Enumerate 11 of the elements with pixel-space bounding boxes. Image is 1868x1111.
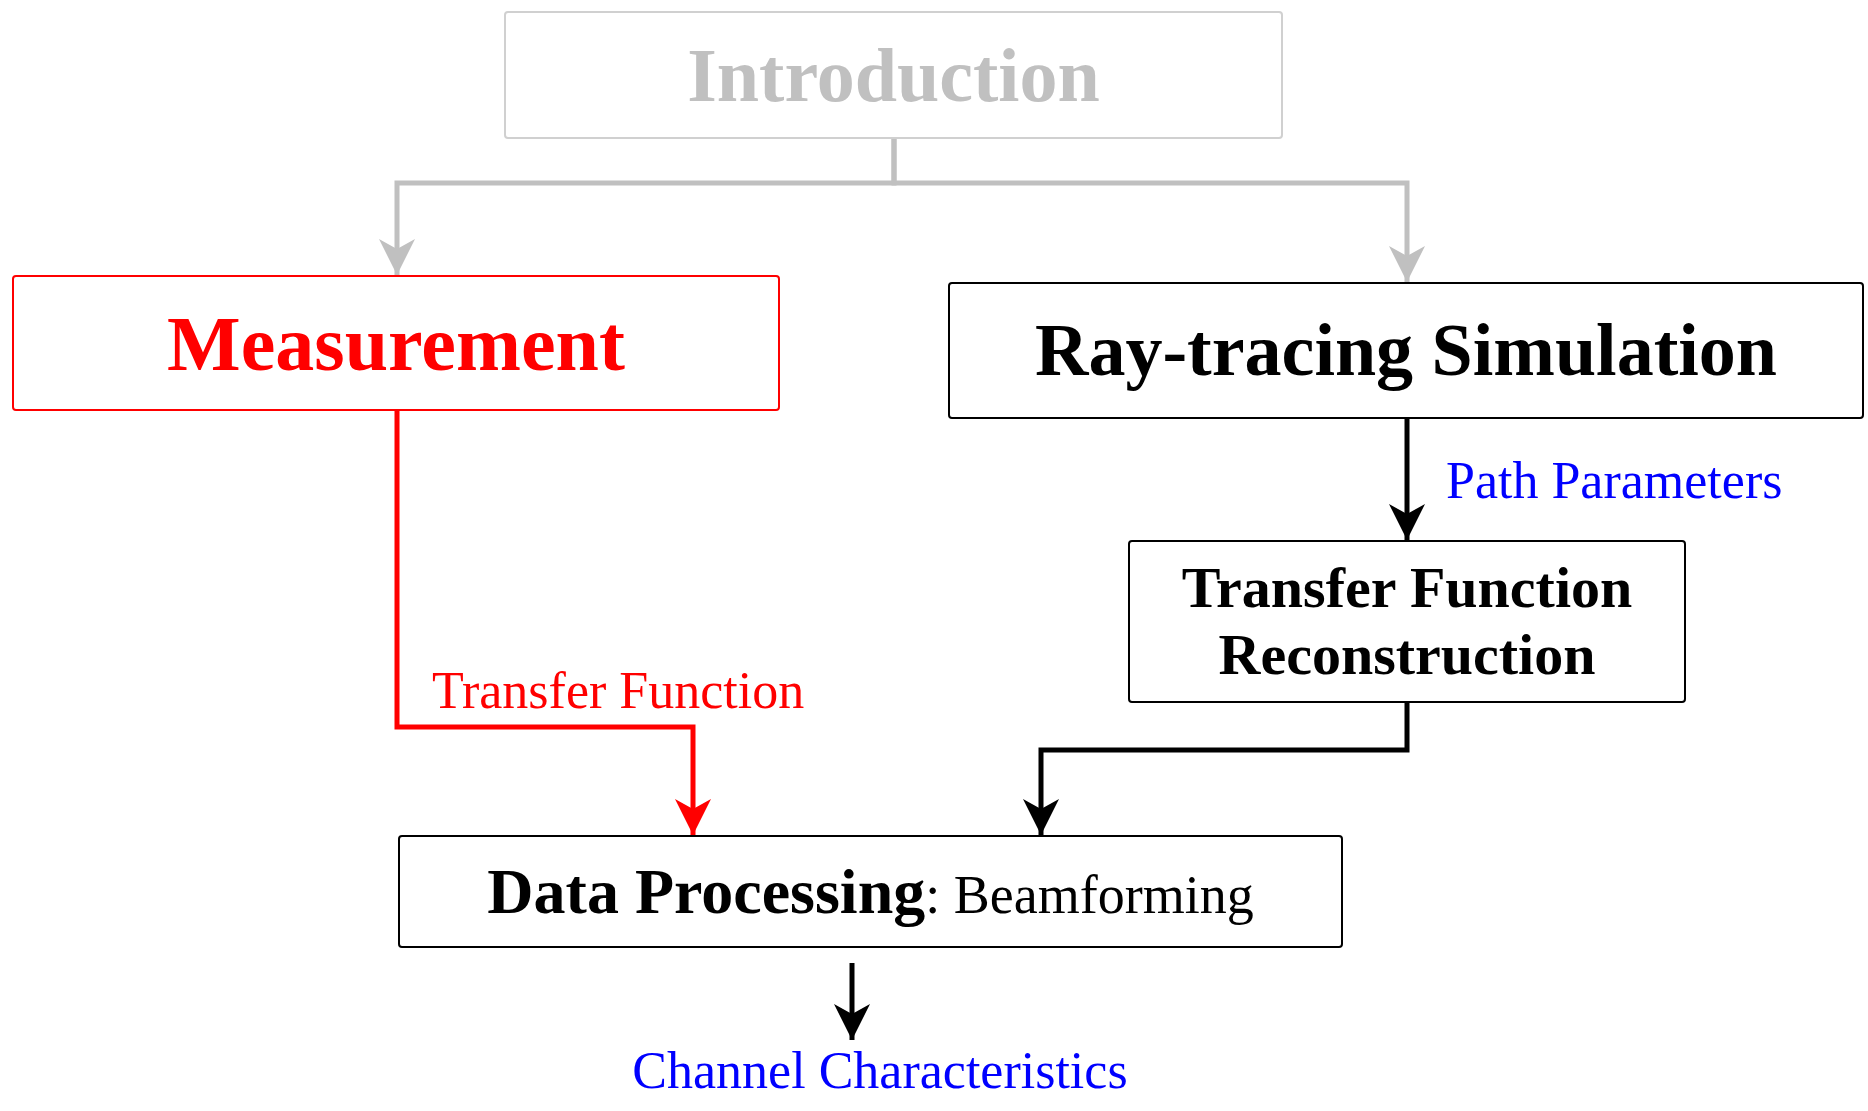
arrow [1023, 703, 1410, 835]
process-box: Ray-tracing Simulation [948, 282, 1864, 419]
arrow [394, 411, 711, 835]
process-box: Transfer Function Reconstruction [1128, 540, 1686, 703]
process-box: Measurement [12, 275, 780, 411]
arrow [891, 139, 1425, 282]
process-box: Data Processing: Beamforming [398, 835, 1343, 948]
arrow [1389, 419, 1425, 540]
arrow [834, 963, 870, 1040]
output-text: Channel Characteristics [560, 1040, 1200, 1102]
process-box: Introduction [504, 11, 1283, 139]
